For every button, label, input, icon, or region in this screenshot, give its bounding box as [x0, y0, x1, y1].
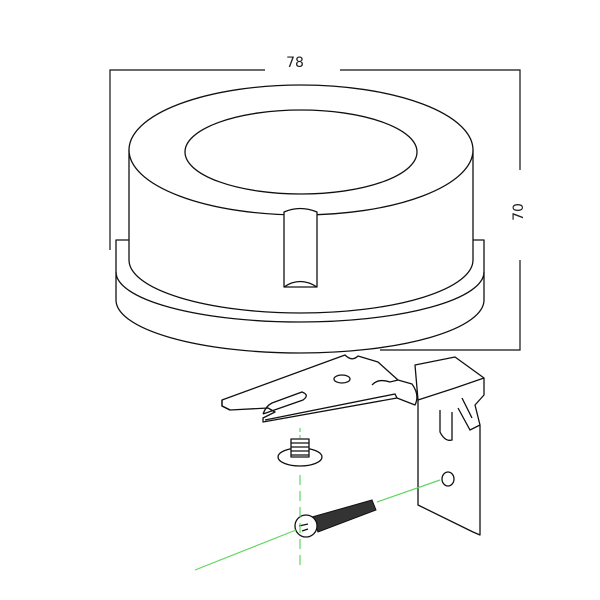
short-screw — [277, 438, 323, 467]
height-dimension-line — [380, 260, 521, 351]
bracket-hole — [441, 471, 455, 487]
cap-slot — [283, 207, 318, 288]
assembly-guide-lines — [194, 428, 441, 571]
height-dimension-label: 70 — [511, 203, 527, 221]
width-dimension-line — [109, 69, 521, 250]
width-dimension-label: 78 — [286, 55, 304, 71]
sensor-window — [184, 109, 418, 195]
long-screw — [294, 499, 377, 538]
photocell-body — [115, 84, 485, 354]
mounting-bracket — [221, 354, 485, 536]
plate-hole — [333, 374, 351, 384]
